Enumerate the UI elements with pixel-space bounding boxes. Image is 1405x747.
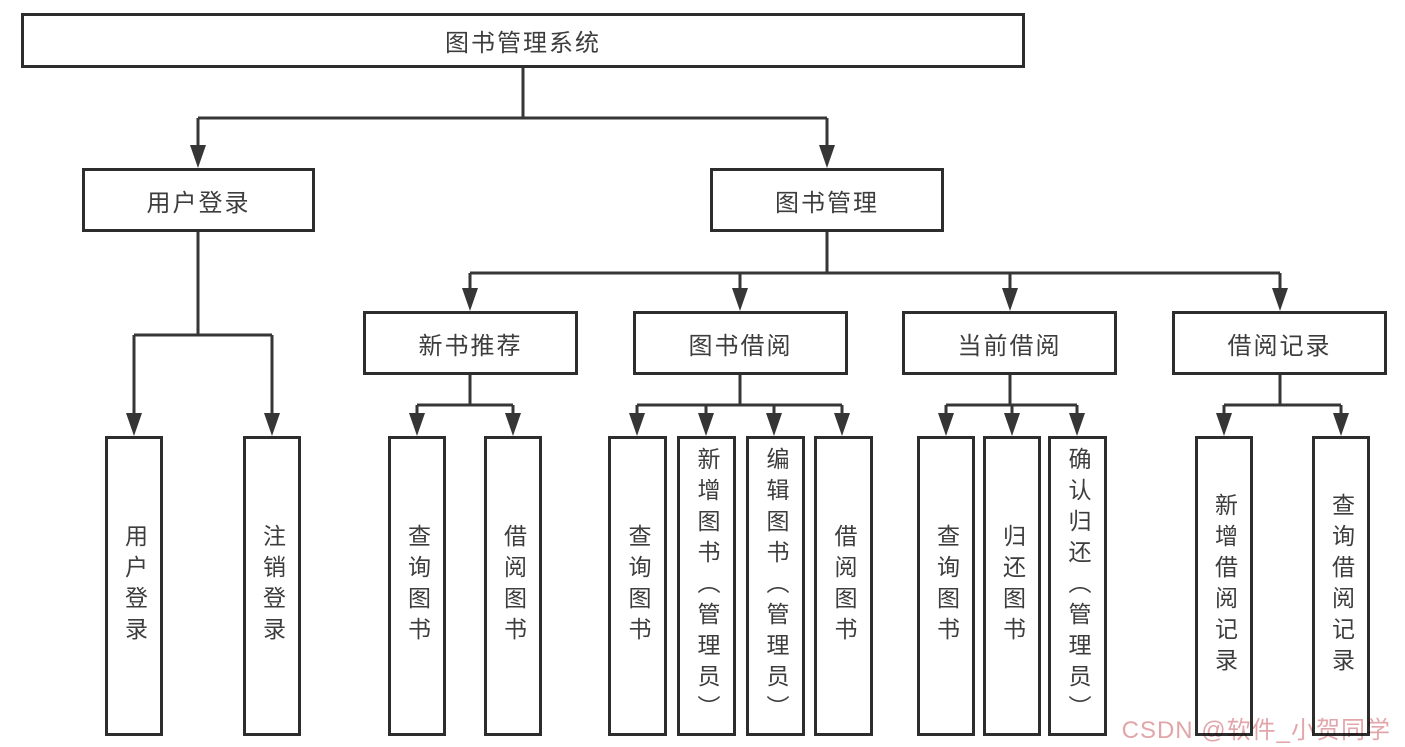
node-root-system: 图书管理系统 xyxy=(21,13,1025,68)
node-leaf-query-borrow-record-label: 查询借阅记录 xyxy=(1328,493,1355,679)
node-leaf-borrow-book: 借阅图书 xyxy=(814,436,873,736)
node-leaf-add-book-admin: 新增图书（管理员） xyxy=(677,436,736,736)
node-leaf-add-borrow-record: 新增借阅记录 xyxy=(1195,436,1253,736)
node-leaf-logout-label: 注销登录 xyxy=(259,524,286,648)
node-leaf-logout: 注销登录 xyxy=(243,436,301,736)
node-leaf-edit-book-admin: 编辑图书（管理员） xyxy=(746,436,805,736)
node-new-book-recommend-label: 新书推荐 xyxy=(418,332,523,360)
node-book-management-label: 图书管理 xyxy=(775,189,879,217)
node-leaf-query-books-current-label: 查询图书 xyxy=(933,524,960,648)
node-leaf-query-books-borrowing-label: 查询图书 xyxy=(625,524,651,648)
node-leaf-add-book-admin-label: 新增图书（管理员） xyxy=(694,446,720,726)
node-borrow-records: 借阅记录 xyxy=(1172,311,1387,375)
node-current-borrowing: 当前借阅 xyxy=(902,311,1117,375)
node-user-login: 用户登录 xyxy=(82,168,315,232)
node-current-borrowing-label: 当前借阅 xyxy=(957,332,1062,360)
node-book-management: 图书管理 xyxy=(710,168,944,232)
node-leaf-edit-book-admin-label: 编辑图书（管理员） xyxy=(763,446,789,726)
node-leaf-borrow-book-label: 借阅图书 xyxy=(831,524,857,648)
node-root-label: 图书管理系统 xyxy=(445,30,601,57)
node-leaf-return-book: 归还图书 xyxy=(983,436,1041,736)
node-borrow-records-label: 借阅记录 xyxy=(1227,332,1332,360)
node-user-login-label: 用户登录 xyxy=(146,189,251,217)
node-new-book-recommend: 新书推荐 xyxy=(363,311,578,375)
node-leaf-borrow-book-recommend: 借阅图书 xyxy=(484,436,542,736)
node-leaf-query-borrow-record: 查询借阅记录 xyxy=(1312,436,1370,736)
node-book-borrowing: 图书借阅 xyxy=(633,311,848,375)
node-leaf-confirm-return-admin: 确认归还（管理员） xyxy=(1048,436,1107,736)
node-book-borrowing-label: 图书借阅 xyxy=(688,332,793,360)
node-leaf-user-login: 用户登录 xyxy=(105,436,163,736)
node-leaf-query-books-recommend: 查询图书 xyxy=(388,436,446,736)
node-leaf-query-books-current: 查询图书 xyxy=(917,436,975,736)
node-leaf-borrow-book-recommend-label: 借阅图书 xyxy=(500,524,527,648)
node-leaf-query-books-recommend-label: 查询图书 xyxy=(404,524,431,648)
node-leaf-return-book-label: 归还图书 xyxy=(999,524,1026,648)
node-leaf-add-borrow-record-label: 新增借阅记录 xyxy=(1211,493,1238,679)
node-leaf-user-login-label: 用户登录 xyxy=(121,524,148,648)
node-leaf-query-books-borrowing: 查询图书 xyxy=(608,436,667,736)
node-leaf-confirm-return-admin-label: 确认归还（管理员） xyxy=(1065,446,1091,726)
watermark-text: CSDN @软件_小贺同学 xyxy=(1121,717,1391,744)
